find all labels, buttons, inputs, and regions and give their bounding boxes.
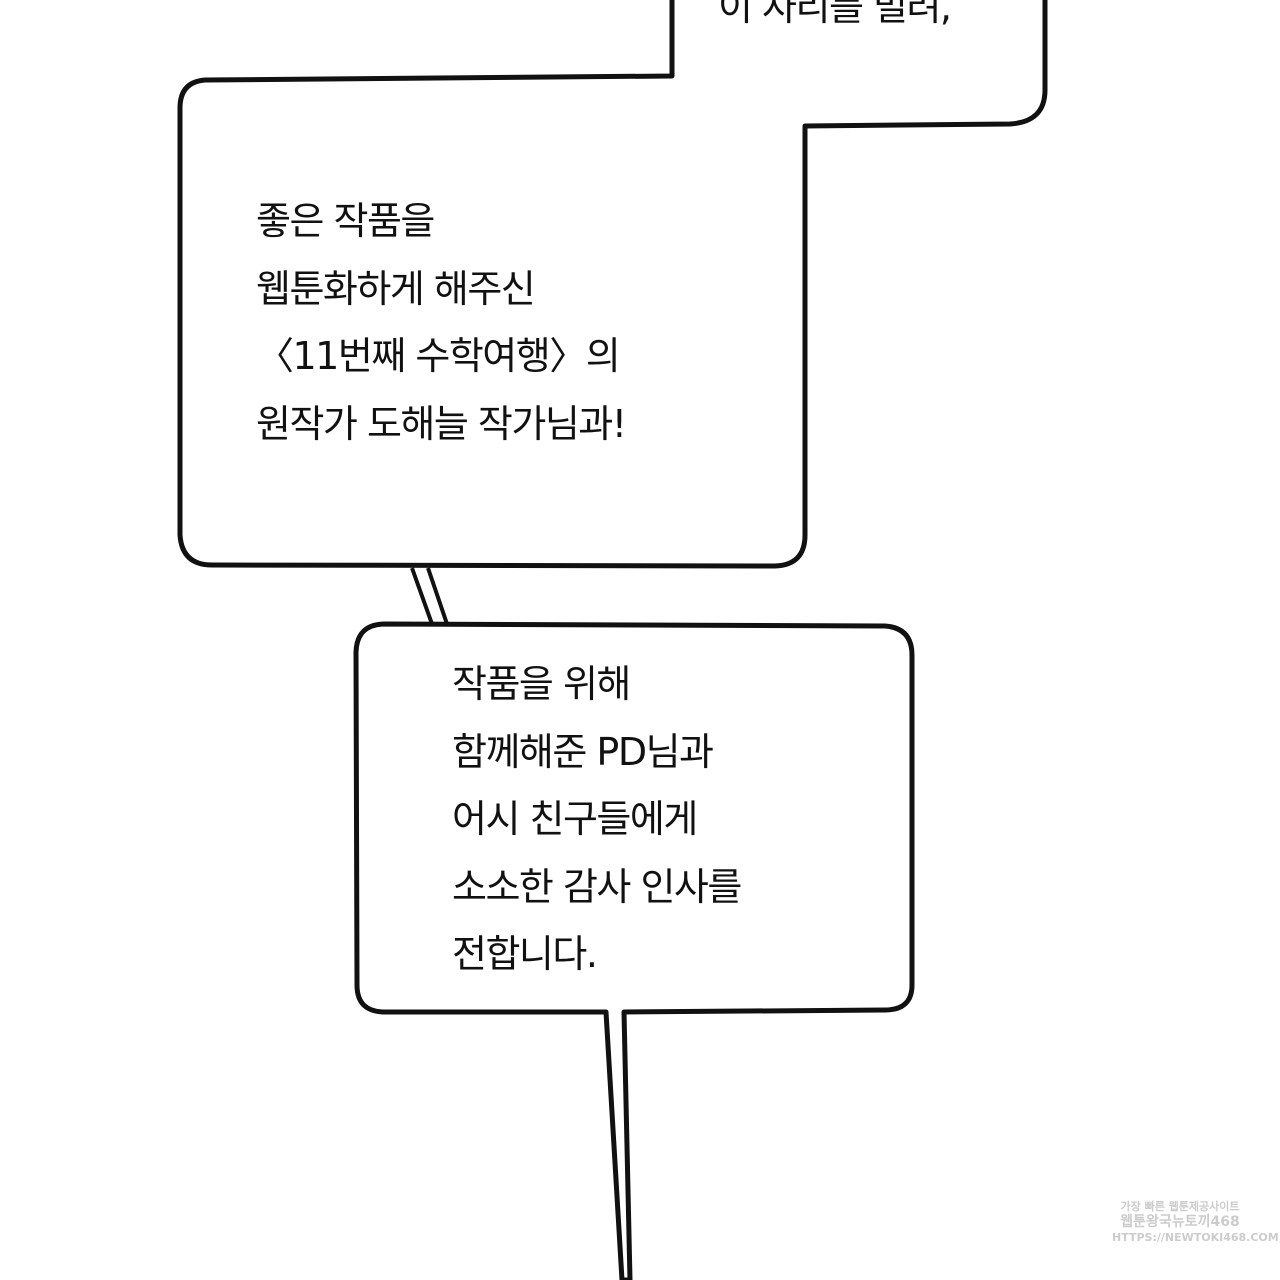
watermark-line: 웹툰왕국뉴토끼468 xyxy=(1120,1214,1240,1230)
bubble-top-text: 이 자리를 빌려, xyxy=(718,0,952,42)
dialogue-line: 전합니다. xyxy=(452,932,598,976)
dialogue-line: 함께해준 PD님과 xyxy=(452,729,714,774)
dialogue-line: 이 자리를 빌려, xyxy=(718,0,952,29)
dialogue-line: 어시 친구들에게 xyxy=(452,797,698,841)
dialogue-line: 소소한 감사 인사를 xyxy=(452,864,742,909)
dialogue-line: 〈11번째 수학여행〉의 xyxy=(256,334,621,378)
dialogue-line: 작품을 위해 xyxy=(452,662,631,706)
bubble-connector xyxy=(410,567,449,625)
watermark-line: HTTPS://NEWTOKI468.COM xyxy=(1112,1231,1279,1244)
bottom-bubble-outline xyxy=(353,621,915,1280)
bubble-bottom-text: 작품을 위해 함께해준 PD님과 어시 친구들에게 소소한 감사 인사를 전합니… xyxy=(452,651,742,989)
dialogue-line: 웹툰화하게 해주신 xyxy=(256,266,536,311)
dialogue-line: 좋은 작품을 xyxy=(256,199,435,243)
watermark: 가장 빠른 웹툰제공사이트 웹툰왕국뉴토끼468 HTTPS://NEWTOKI… xyxy=(1112,1200,1279,1245)
dialogue-line: 원작가 도해늘 작가님과! xyxy=(256,401,627,446)
bubble-middle-text: 좋은 작품을 웹툰화하게 해주신 〈11번째 수학여행〉의 원작가 도해늘 작가… xyxy=(256,188,627,458)
top-middle-bubble-outline xyxy=(177,0,1048,569)
watermark-line: 가장 빠른 웹툰제공사이트 xyxy=(1120,1200,1240,1213)
